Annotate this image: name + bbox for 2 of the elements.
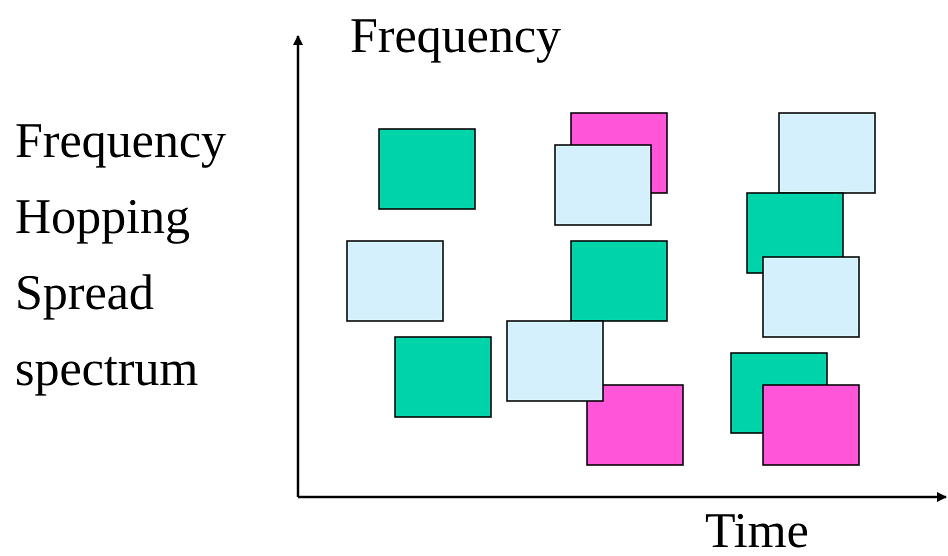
slide-title: Frequency Hopping Spread spectrum bbox=[15, 111, 228, 398]
axis-label: Time bbox=[705, 505, 809, 555]
